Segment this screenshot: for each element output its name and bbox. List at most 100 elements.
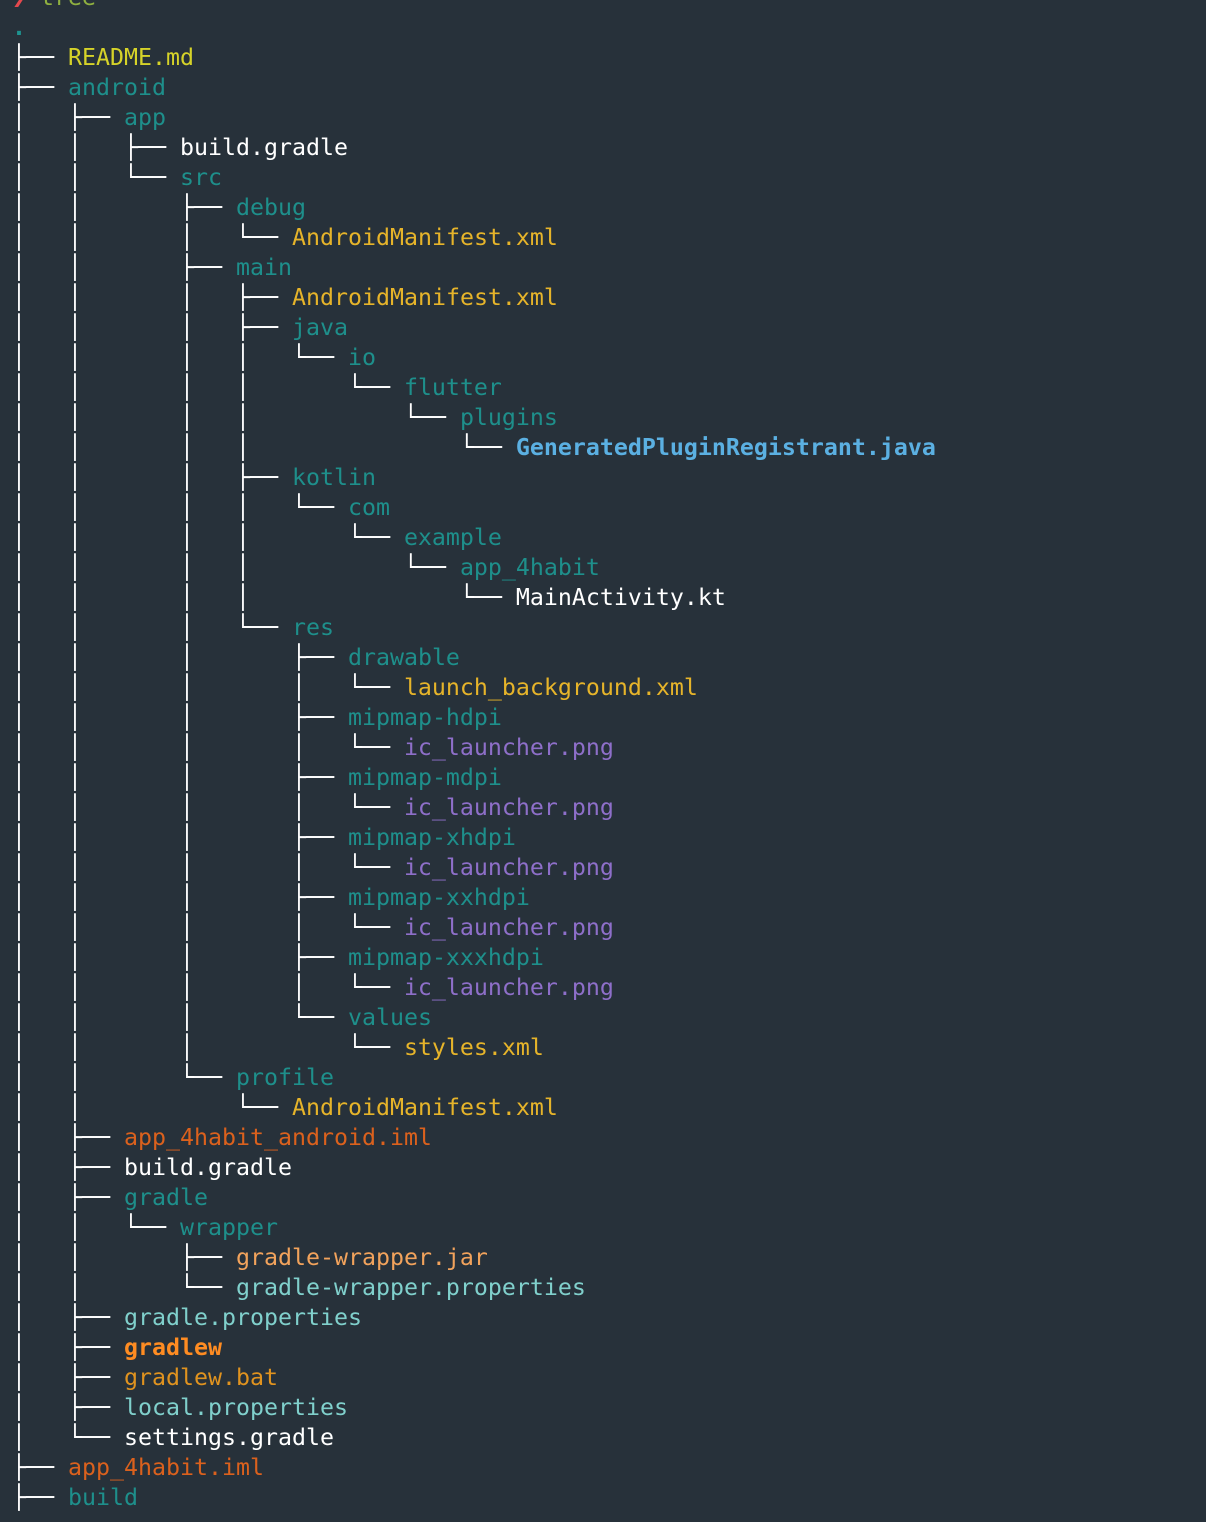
- tree-branch: │ │ │ ├──: [12, 884, 348, 911]
- tree-file-entry: │ │ │ │ └── launch_background.xml: [12, 673, 936, 703]
- entry-name: debug: [235, 194, 306, 221]
- tree-file-entry: │ │ └── gradle-wrapper.properties: [12, 1273, 936, 1303]
- tree-dir-entry: │ │ └── wrapper: [12, 1213, 936, 1243]
- entry-name: drawable: [347, 644, 460, 671]
- tree-file-entry: ├── app_4habit.iml: [12, 1453, 936, 1483]
- tree-file-entry: ├── README.md: [12, 43, 936, 73]
- entry-name: src: [179, 164, 222, 191]
- entry-name: gradle.properties: [123, 1304, 362, 1331]
- tree-dir-entry: │ │ │ ├── drawable: [12, 643, 936, 673]
- entry-name: app_4habit.iml: [68, 1454, 264, 1481]
- tree-dir-entry: ├── android: [12, 73, 936, 103]
- tree-branch: │ ├──: [12, 104, 124, 131]
- tree-branch: │ │ ├──: [12, 194, 236, 221]
- tree-branch: │ │ │ │ └──: [12, 434, 516, 461]
- tree-file-entry: │ ├── app_4habit_android.iml: [12, 1123, 936, 1153]
- tree-branch: │ │ │ │ └──: [12, 734, 404, 761]
- tree-dir-entry: ├── build: [12, 1483, 936, 1513]
- tree-branch: │ │ │ │ └──: [12, 344, 348, 371]
- tree-file-entry: │ │ │ └── styles.xml: [12, 1033, 936, 1063]
- tree-branch: │ ├──: [12, 1334, 124, 1361]
- tree-dir-entry: │ │ │ ├── mipmap-xxhdpi: [12, 883, 936, 913]
- entry-name: ic_launcher.png: [403, 914, 614, 941]
- tree-dir-entry: │ │ │ ├── mipmap-mdpi: [12, 763, 936, 793]
- tree-file-entry: │ └── settings.gradle: [12, 1423, 936, 1453]
- prompt-symbol: ❯: [12, 0, 26, 11]
- entry-name: MainActivity.kt: [515, 584, 726, 611]
- tree-branch: │ │ │ │ └──: [12, 584, 516, 611]
- entry-name: wrapper: [179, 1214, 278, 1241]
- tree-branch: │ │ ├──: [12, 254, 236, 281]
- tree-file-entry: │ ├── gradle.properties: [12, 1303, 936, 1333]
- tree-branch: ├──: [12, 1484, 68, 1511]
- entry-name: styles.xml: [403, 1034, 544, 1061]
- entry-name: ic_launcher.png: [403, 974, 614, 1001]
- tree-file-entry: │ │ ├── build.gradle: [12, 133, 936, 163]
- tree-branch: │ │ │ │ └──: [12, 524, 404, 551]
- entry-name: gradlew.bat: [123, 1364, 278, 1391]
- entry-name: GeneratedPluginRegistrant.java: [515, 434, 936, 461]
- tree-branch: ├──: [12, 44, 68, 71]
- tree-branch: │ │ │ │ └──: [12, 974, 404, 1001]
- tree-branch: │ ├──: [12, 1154, 124, 1181]
- tree-dir-entry: │ │ │ │ └── app_4habit: [12, 553, 936, 583]
- entry-name: local.properties: [123, 1394, 348, 1421]
- entry-name: AndroidManifest.xml: [291, 284, 558, 311]
- tree-dir-entry: │ │ │ ├── mipmap-hdpi: [12, 703, 936, 733]
- tree-branch: │ │ │ │ └──: [12, 794, 404, 821]
- tree-dir-entry: │ │ ├── debug: [12, 193, 936, 223]
- tree-dir-entry: │ │ │ ├── kotlin: [12, 463, 936, 493]
- entry-name: gradle-wrapper.properties: [235, 1274, 586, 1301]
- tree-branch: │ │ │ │ └──: [12, 854, 404, 881]
- entry-name: gradle-wrapper.jar: [235, 1244, 488, 1271]
- entry-name: AndroidManifest.xml: [291, 224, 558, 251]
- entry-name: plugins: [459, 404, 558, 431]
- tree-file-entry: │ │ │ ├── AndroidManifest.xml: [12, 283, 936, 313]
- tree-dir-entry: │ │ │ │ └── com: [12, 493, 936, 523]
- tree-branch: │ ├──: [12, 1124, 124, 1151]
- tree-dir-entry: │ │ │ └── res: [12, 613, 936, 643]
- tree-listing: .├── README.md├── android│ ├── app│ │ ├─…: [12, 13, 936, 1513]
- entry-name: java: [291, 314, 348, 341]
- entry-name: ic_launcher.png: [403, 734, 614, 761]
- tree-branch: │ │ │ ├──: [12, 824, 348, 851]
- tree-dir-entry: │ ├── gradle: [12, 1183, 936, 1213]
- tree-branch: │ │ │ ├──: [12, 944, 348, 971]
- entry-name: ic_launcher.png: [403, 854, 614, 881]
- tree-branch: │ │ └──: [12, 1064, 236, 1091]
- tree-file-entry: │ ├── gradlew.bat: [12, 1363, 936, 1393]
- entry-name: android: [68, 74, 166, 101]
- tree-dir-entry: │ │ │ │ └── plugins: [12, 403, 936, 433]
- entry-name: mipmap-xhdpi: [347, 824, 516, 851]
- entry-name: example: [403, 524, 502, 551]
- tree-branch: │ │ │ ├──: [12, 704, 348, 731]
- tree-dir-entry: │ │ └── src: [12, 163, 936, 193]
- tree-dir-entry: │ ├── app: [12, 103, 936, 133]
- tree-branch: │ │ │ └──: [12, 1004, 348, 1031]
- tree-file-entry: │ │ │ │ └── GeneratedPluginRegistrant.ja…: [12, 433, 936, 463]
- entry-name: AndroidManifest.xml: [291, 1094, 558, 1121]
- tree-file-entry: │ │ └── AndroidManifest.xml: [12, 1093, 936, 1123]
- tree-file-entry: │ ├── build.gradle: [12, 1153, 936, 1183]
- entry-name: io: [347, 344, 376, 371]
- entry-name: mipmap-hdpi: [347, 704, 502, 731]
- terminal-output: ❯ tree.├── README.md├── android│ ├── app…: [12, 0, 936, 1513]
- entry-name: build: [68, 1484, 138, 1511]
- tree-branch: │ │ │ │ └──: [12, 404, 460, 431]
- tree-dir-entry: │ │ │ ├── java: [12, 313, 936, 343]
- tree-branch: │ │ └──: [12, 1214, 180, 1241]
- tree-dir-entry: .: [12, 13, 936, 43]
- tree-file-entry: │ │ │ └── AndroidManifest.xml: [12, 223, 936, 253]
- entry-name: flutter: [403, 374, 502, 401]
- entry-name: settings.gradle: [123, 1424, 334, 1451]
- tree-branch: │ │ │ │ └──: [12, 674, 404, 701]
- entry-name: values: [347, 1004, 432, 1031]
- tree-branch: │ │ │ ├──: [12, 284, 292, 311]
- tree-branch: │ │ │ └──: [12, 224, 292, 251]
- tree-branch: │ │ │ └──: [12, 1034, 404, 1061]
- tree-branch: │ └──: [12, 1424, 124, 1451]
- entry-name: .: [12, 14, 26, 41]
- tree-dir-entry: │ │ │ ├── mipmap-xxxhdpi: [12, 943, 936, 973]
- tree-branch: │ │ │ ├──: [12, 644, 348, 671]
- entry-name: ic_launcher.png: [403, 794, 614, 821]
